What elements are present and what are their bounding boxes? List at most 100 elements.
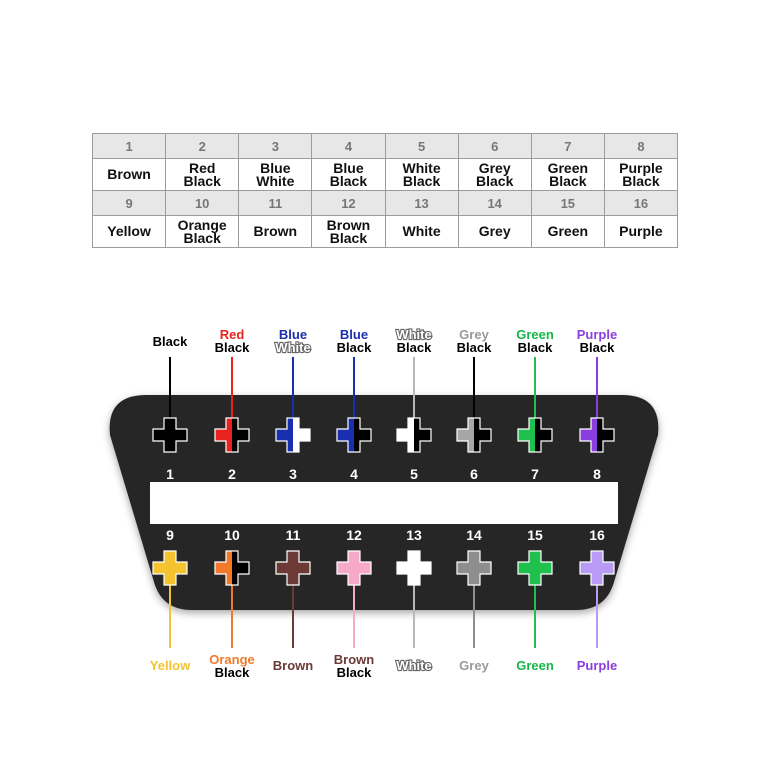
pin-outline <box>214 550 250 586</box>
pin-outline <box>152 550 188 586</box>
wire-color-cell: Purple <box>603 215 679 248</box>
pin-number-cell: 13 <box>384 190 459 216</box>
pin-outline <box>336 550 372 586</box>
pin-number-label: 16 <box>589 527 605 543</box>
pin-number-cell: 4 <box>311 133 386 159</box>
wire-color-text: White <box>402 159 441 176</box>
wire-color-text: Green <box>547 159 589 176</box>
pin-outline <box>275 550 311 586</box>
pin-number-cell: 7 <box>530 133 605 159</box>
pin-number-label: 6 <box>470 466 478 482</box>
wire-color-text: Orange <box>177 216 227 233</box>
wire-label: Green <box>516 327 554 342</box>
wire-color-text: Brown <box>326 216 371 233</box>
wire-color-text: Black <box>476 172 514 189</box>
pin-outline <box>336 417 372 453</box>
wire-label: Black <box>397 340 432 355</box>
pin-number-label: 13 <box>406 527 422 543</box>
wire-label: Black <box>337 340 372 355</box>
pin-number-label: 3 <box>289 466 297 482</box>
pin-outline <box>579 550 615 586</box>
pin-number-cell: 10 <box>165 190 240 216</box>
wire-color-text: Grey <box>478 223 511 239</box>
pin-number-label: 10 <box>224 527 240 543</box>
wire-label: Black <box>153 334 188 349</box>
pin-number-cell: 8 <box>603 133 679 159</box>
pin-number-cell: 1 <box>91 133 167 159</box>
wire-label: Black <box>215 340 250 355</box>
wire-color-cell: Brown <box>238 215 313 248</box>
wire-label: Green <box>516 658 554 673</box>
table-pin-number-row: 9 10 11 12 13 14 15 16 <box>91 190 679 216</box>
wire-color-cell: Grey <box>457 215 532 248</box>
wire-label: Yellow <box>150 658 191 673</box>
wire-label: Purple <box>577 327 617 342</box>
wire-color-text: Brown <box>253 223 298 239</box>
pin-number-cell: 11 <box>238 190 313 216</box>
wire-label: Red <box>220 327 245 342</box>
pin-outline <box>456 550 492 586</box>
pin-outline <box>517 417 553 453</box>
wire-label: Brown <box>334 652 375 667</box>
wire-color-text: Black <box>183 229 221 246</box>
pin-number-label: 12 <box>346 527 362 543</box>
pin-number-label: 11 <box>286 527 301 543</box>
pin-number-label: 9 <box>166 527 174 543</box>
pin-outline <box>214 417 250 453</box>
wire-color-text: Black <box>549 172 587 189</box>
wire-color-text: White <box>256 172 295 189</box>
pin-number-label: 5 <box>410 466 418 482</box>
wire-label: Black <box>580 340 615 355</box>
wire-label: White <box>275 340 310 355</box>
wire-color-text: Black <box>329 172 368 189</box>
wire-color-cell: Green <box>530 215 605 248</box>
wire-color-text: Red <box>188 159 216 176</box>
wire-label: White <box>396 658 431 673</box>
wire-label: Grey <box>459 658 489 673</box>
wire-label: Brown <box>273 658 314 673</box>
wire-color-cell: White <box>384 215 459 248</box>
pin-number-label: 15 <box>527 527 543 543</box>
pin-outline <box>579 417 615 453</box>
pin-outline <box>275 417 311 453</box>
wire-color-text: Black <box>183 172 221 189</box>
pin-number-label: 7 <box>531 466 539 482</box>
wire-label: Orange <box>209 652 255 667</box>
pin-number-label: 4 <box>350 466 358 482</box>
wire-color-cell: Yellow <box>91 215 167 248</box>
labels-layer: 1Black2RedBlack3BlueWhite4BlueBlack5Whit… <box>150 326 617 680</box>
wire-color-text: Black <box>402 172 441 189</box>
pin-number-cell: 6 <box>457 133 532 159</box>
wire-label: Black <box>215 665 250 680</box>
pin-number-label: 8 <box>593 466 601 482</box>
pin-number-cell: 5 <box>384 133 459 159</box>
wire-color-text: Yellow <box>107 223 151 239</box>
wire-label: Blue <box>340 327 368 342</box>
pin-number-label: 2 <box>228 466 236 482</box>
connector-center-slot <box>150 482 618 524</box>
pin-number-cell: 12 <box>311 190 386 216</box>
wire-color-text: Grey <box>478 159 511 176</box>
wire-label: Blue <box>279 327 307 342</box>
wire-label: Black <box>337 665 372 680</box>
pin-number-label: 14 <box>466 527 482 543</box>
wire-color-text: Blue <box>333 159 364 176</box>
wire-color-text: Blue <box>260 159 291 176</box>
wire-label: Purple <box>577 658 617 673</box>
pin-outline <box>396 417 432 453</box>
wire-label: White <box>396 327 431 342</box>
wire-color-text: White <box>402 223 441 239</box>
wire-color-cell: Brown <box>91 158 167 191</box>
pin-number-cell: 15 <box>530 190 605 216</box>
wire-color-text: Black <box>329 229 368 246</box>
